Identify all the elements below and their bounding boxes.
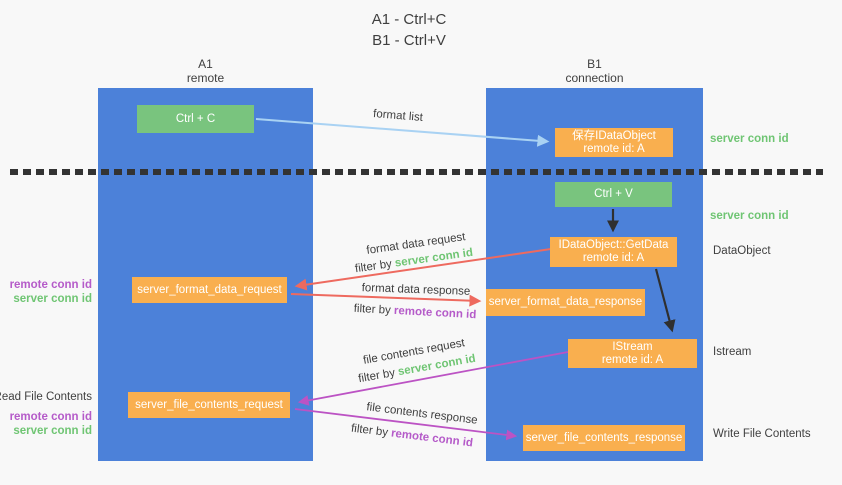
filter-by-text: filter by xyxy=(354,257,396,276)
annotation-read-file-contents: Read File Contents xyxy=(0,391,92,403)
annotation-remote-conn-id-format: remote conn id xyxy=(9,279,92,291)
remote-conn-id-text: remote conn id xyxy=(393,304,477,322)
node-save-idataobject-line2: remote id: A xyxy=(583,142,645,155)
label-filter-remote-conn-id-file: filter by remote conn id xyxy=(350,423,473,450)
annotation-remote-conn-id-file: remote conn id xyxy=(9,411,92,423)
filter-by-text: filter by xyxy=(350,422,392,440)
filter-by-text: filter by xyxy=(353,302,395,317)
label-filter-remote-conn-id-format: filter by remote conn id xyxy=(353,303,476,321)
node-save-idataobject: 保存IDataObject remote id: A xyxy=(555,128,673,157)
node-file-request-label: server_file_contents_request xyxy=(135,398,283,411)
label-file-contents-response: file contents response xyxy=(365,401,479,427)
annotation-server-conn-id-top: server conn id xyxy=(710,133,789,145)
annotation-server-conn-id-ctrlv: server conn id xyxy=(710,210,789,222)
title-line-paste: B1 - Ctrl+V xyxy=(372,32,446,49)
node-server-file-contents-request: server_file_contents_request xyxy=(128,392,290,418)
annotation-server-conn-id-format: server conn id xyxy=(13,293,92,305)
column-a1-role: remote xyxy=(186,71,225,85)
filter-by-text: filter by xyxy=(357,366,400,386)
node-server-format-data-response: server_format_data_response xyxy=(486,289,645,316)
node-istream: IStream remote id: A xyxy=(568,339,697,368)
node-format-request-label: server_format_data_request xyxy=(137,283,282,296)
node-format-response-label: server_format_data_response xyxy=(488,296,643,308)
diagram-title: A1 - Ctrl+C B1 - Ctrl+V xyxy=(0,9,818,51)
node-getdata-line1: IDataObject::GetData xyxy=(558,239,669,251)
node-ctrl-v: Ctrl + V xyxy=(555,182,672,207)
node-istream-line2: remote id: A xyxy=(601,353,664,366)
node-getdata-line2: remote id: A xyxy=(582,252,645,264)
node-file-response-label: server_file_contents_response xyxy=(525,431,683,444)
title-line-copy: A1 - Ctrl+C xyxy=(371,11,447,28)
node-istream-line1: IStream xyxy=(612,340,653,353)
annotation-write-file-contents: Write File Contents xyxy=(713,428,811,440)
remote-conn-id-text: remote conn id xyxy=(390,427,474,450)
node-idataobject-getdata: IDataObject::GetData remote id: A xyxy=(550,237,677,267)
column-a1-id: A1 xyxy=(198,57,213,71)
node-ctrl-c: Ctrl + C xyxy=(137,105,254,133)
node-server-file-contents-response: server_file_contents_response xyxy=(523,425,685,451)
node-save-idataobject-line1: 保存IDataObject xyxy=(572,129,656,142)
annotation-istream: Istream xyxy=(713,346,752,358)
label-format-list: format list xyxy=(372,108,424,124)
column-header-a1: A1 remote xyxy=(98,57,313,85)
label-format-data-response: format data response xyxy=(361,282,471,298)
column-header-b1: B1 connection xyxy=(486,57,703,85)
annotation-dataobject: DataObject xyxy=(713,245,771,257)
node-ctrl-v-label: Ctrl + V xyxy=(594,188,633,200)
column-b1-role: connection xyxy=(565,71,624,85)
annotation-server-conn-id-file: server conn id xyxy=(13,425,92,437)
node-server-format-data-request: server_format_data_request xyxy=(132,277,287,303)
node-ctrl-c-label: Ctrl + C xyxy=(175,112,216,125)
column-b1-id: B1 xyxy=(587,57,602,71)
